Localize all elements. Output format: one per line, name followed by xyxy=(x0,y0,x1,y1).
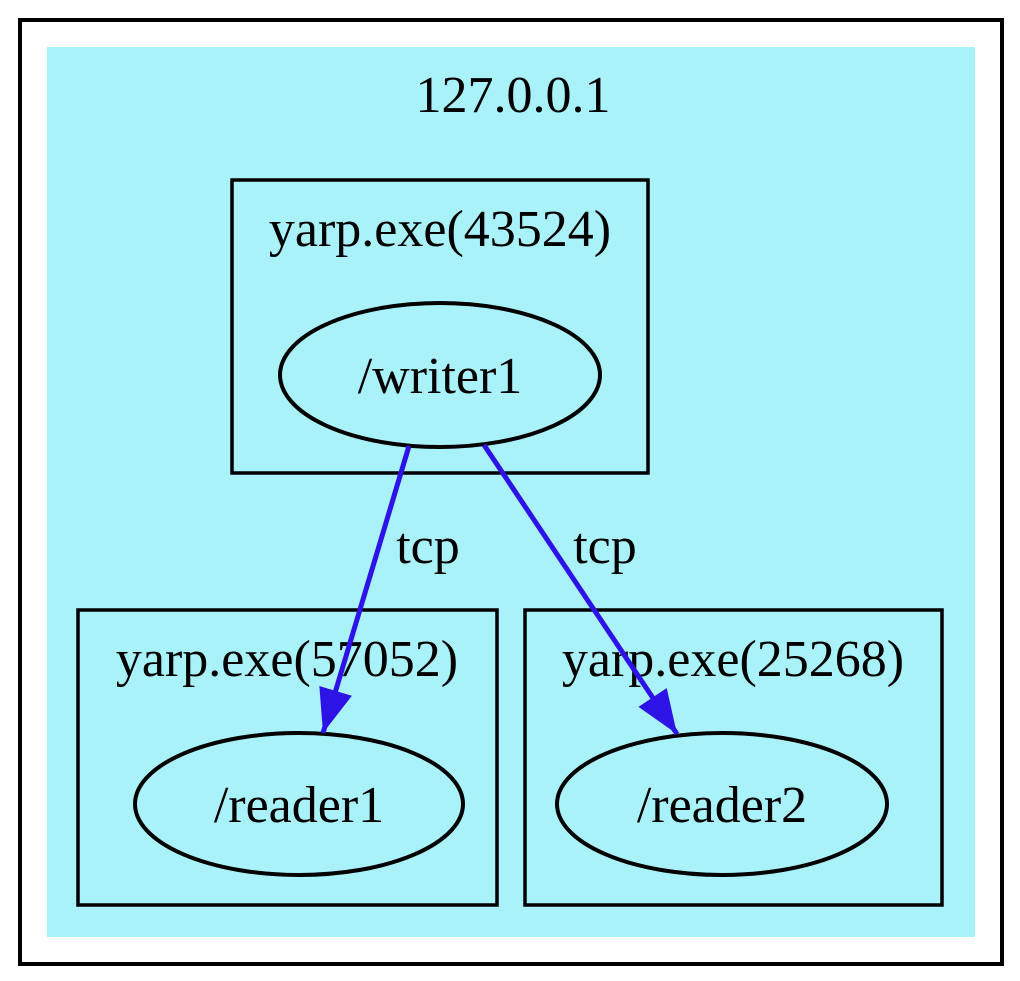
reader1-process-box xyxy=(76,608,499,907)
reader2-process-box xyxy=(523,608,944,907)
edge-writer1-reader1-protocol-label: tcp xyxy=(396,518,460,575)
reader2-port-label: /reader2 xyxy=(637,777,807,834)
reader2-process-label: yarp.exe(25268) xyxy=(562,631,904,688)
host-cluster-background xyxy=(47,47,975,937)
writer-process-label: yarp.exe(43524) xyxy=(269,201,611,258)
host-label: 127.0.0.1 xyxy=(416,67,611,124)
edge-writer1-reader1 xyxy=(319,445,412,734)
writer1-port-label: /writer1 xyxy=(358,348,523,405)
writer-process-box xyxy=(230,178,650,475)
writer1-port-ellipse xyxy=(278,301,602,449)
reader1-process-label: yarp.exe(57052) xyxy=(116,631,458,688)
edge-writer1-reader2-protocol-label: tcp xyxy=(573,518,637,575)
reader2-port-ellipse xyxy=(555,731,889,877)
reader1-port-label: /reader1 xyxy=(214,777,384,834)
reader1-port-ellipse xyxy=(133,731,465,877)
edge-writer1-reader2 xyxy=(481,443,680,736)
